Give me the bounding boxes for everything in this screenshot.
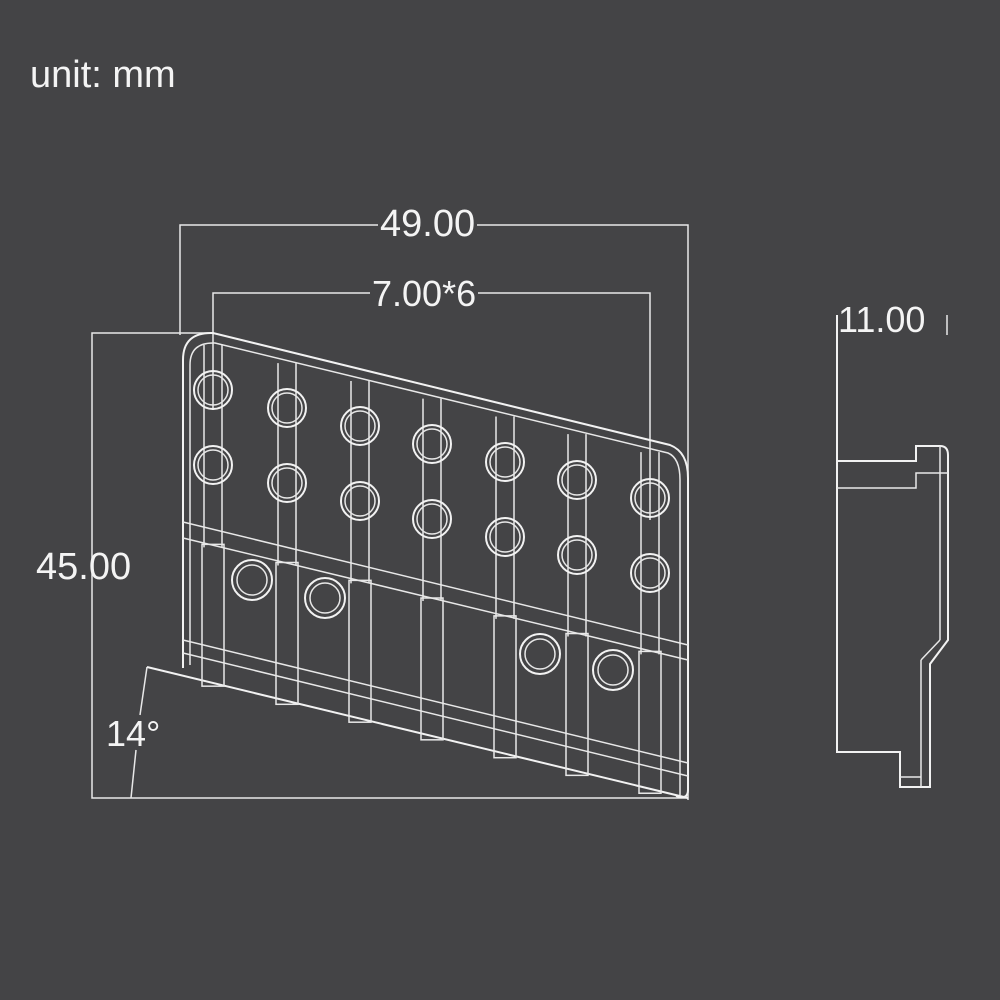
string-channel xyxy=(348,381,372,723)
mounting-screw-hole xyxy=(592,649,634,691)
string-hole xyxy=(340,406,380,446)
bridge-body-outline xyxy=(146,331,689,799)
string-hole xyxy=(193,445,233,485)
string-hole xyxy=(557,460,597,500)
string-hole xyxy=(630,478,670,518)
string-channel xyxy=(420,398,444,741)
string-hole xyxy=(485,442,525,482)
height-dimension-label: 45.00 xyxy=(36,546,132,588)
string-spacing-label: 7.00*6 xyxy=(370,273,479,314)
string-hole xyxy=(557,535,597,575)
mounting-screw-hole xyxy=(304,577,346,619)
string-hole xyxy=(193,370,233,410)
mounting-screw-hole xyxy=(231,559,273,601)
string-hole xyxy=(412,499,452,539)
angle-dimension-line xyxy=(130,666,148,799)
string-channel xyxy=(275,363,299,706)
string-hole xyxy=(267,388,307,428)
string-hole xyxy=(485,517,525,557)
string-channel xyxy=(493,416,517,759)
width-dimension-label: 49.00 xyxy=(378,203,478,245)
string-hole xyxy=(340,481,380,521)
string-hole xyxy=(267,463,307,503)
unit-label: unit: mm xyxy=(30,54,176,96)
mounting-screw-hole xyxy=(519,633,561,675)
height-dimension-line xyxy=(91,332,688,799)
side-view-drawing xyxy=(836,315,949,788)
depth-dimension-label: 11.00 xyxy=(838,299,926,340)
string-hole xyxy=(412,424,452,464)
angle-label: 14° xyxy=(106,713,161,754)
string-channel xyxy=(565,434,589,777)
string-hole xyxy=(630,553,670,593)
